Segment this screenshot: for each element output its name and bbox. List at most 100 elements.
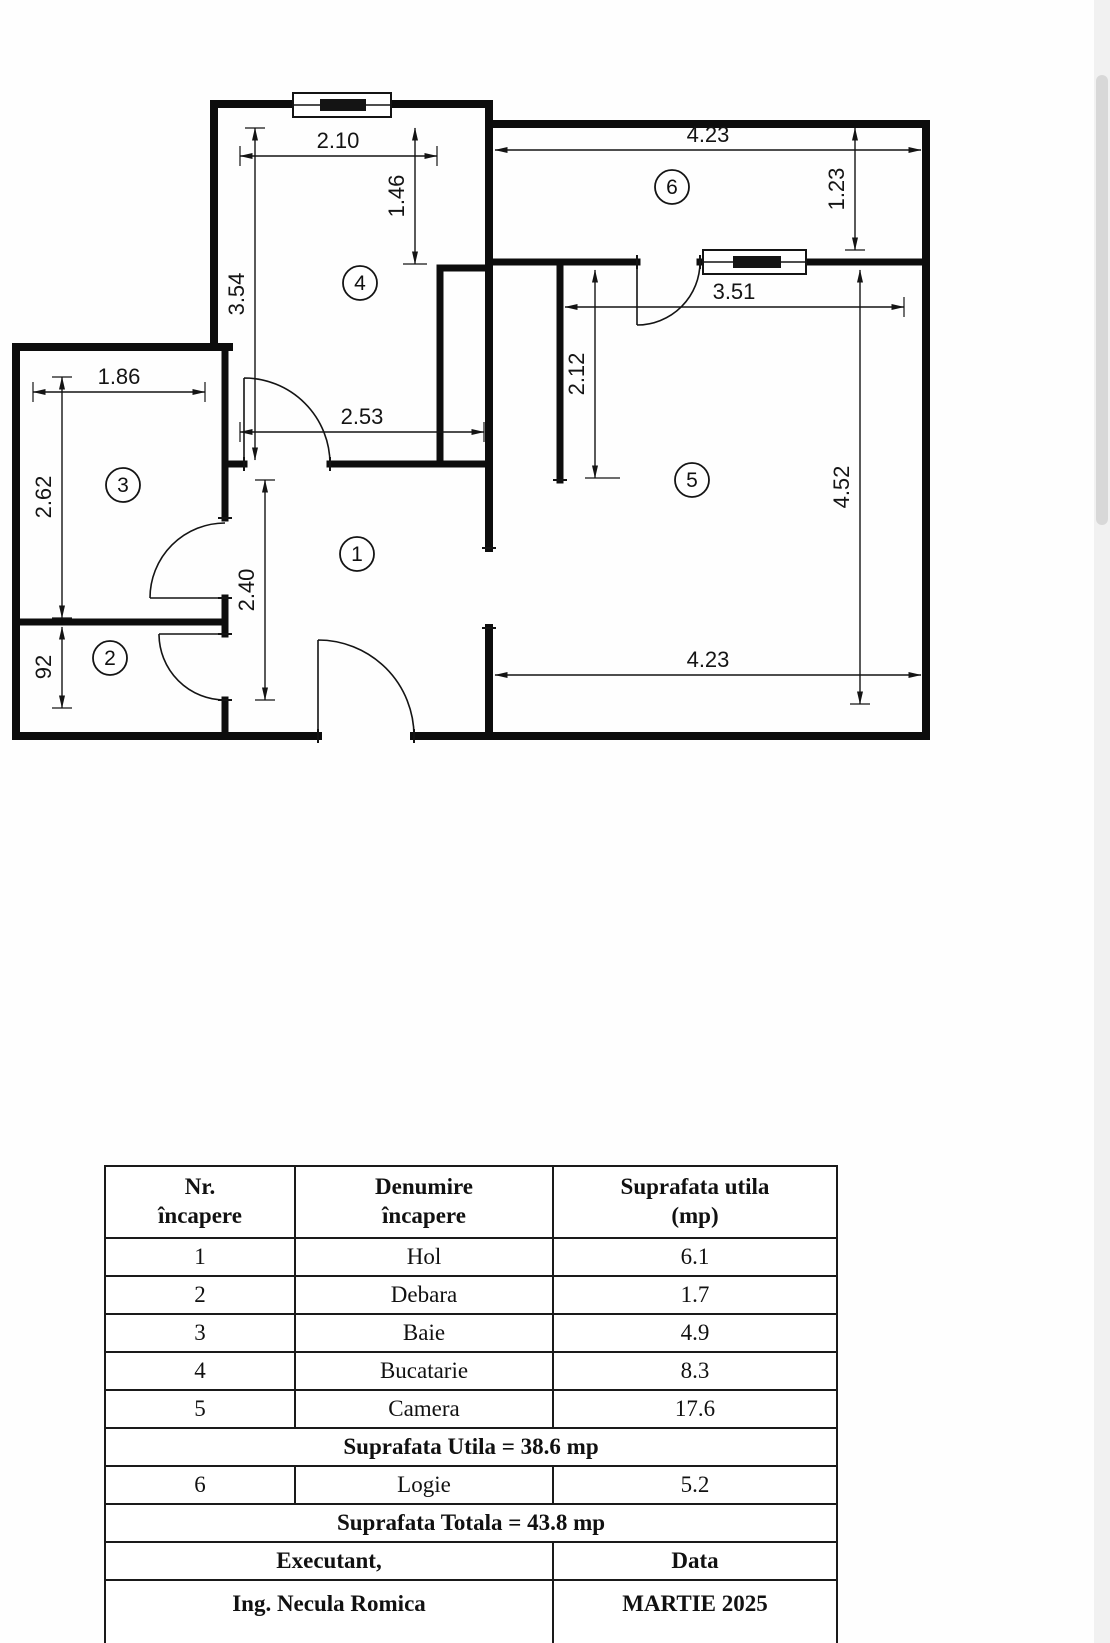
total-text: Suprafata Totala = 43.8 mp: [104, 1503, 838, 1543]
dimension-label: 3.51: [713, 279, 756, 304]
header-suprafata-utila: Suprafata utila (mp): [552, 1165, 838, 1239]
executant-value-row: Ing. Necula Romica MARTIE 2025: [104, 1579, 838, 1643]
cell-area: 5.2: [552, 1465, 838, 1505]
room-circle: [654, 169, 690, 205]
table-row: 2 Debara 1.7: [104, 1275, 838, 1315]
dimension-label: 2.53: [341, 404, 384, 429]
dim-bathroom-height: 2.62: [31, 376, 65, 619]
cell-area: 4.9: [552, 1313, 838, 1353]
room-number: 1: [351, 543, 363, 566]
room-marker-2: 2: [92, 640, 128, 676]
cell-name: Baie: [294, 1313, 554, 1353]
room-marker-5: 5: [674, 462, 710, 498]
dim-loggia-depth: 1.23: [824, 127, 858, 251]
subtotal-text: Suprafata Utila = 38.6 mp: [104, 1427, 838, 1467]
room-number: 6: [666, 176, 678, 199]
header-line: încapere: [158, 1203, 242, 1228]
cell-nr: 1: [104, 1237, 296, 1277]
cell-area: 8.3: [552, 1351, 838, 1391]
header-denumire-incapere: Denumire încapere: [294, 1165, 554, 1239]
table-row: 1 Hol 6.1: [104, 1237, 838, 1277]
header-line: Suprafata utila: [620, 1174, 770, 1200]
cell-name: Hol: [294, 1237, 554, 1277]
cell-name: Camera: [294, 1389, 554, 1429]
total-row: Suprafata Totala = 43.8 mp: [104, 1503, 838, 1543]
header-line: încapere: [382, 1203, 466, 1228]
door-entrance: [317, 639, 415, 737]
header-line: Nr.: [184, 1174, 216, 1200]
header-line: (mp): [671, 1203, 719, 1228]
scrollbar-track[interactable]: [1094, 0, 1110, 1643]
window-kitchen: [292, 92, 392, 118]
executant-header-row: Executant, Data: [104, 1541, 838, 1581]
dimension-label: 2.12: [564, 353, 589, 396]
door-jambs: [218, 255, 701, 743]
room-number: 3: [117, 474, 129, 497]
dim-debara-height: 92: [31, 626, 65, 709]
room-number: 2: [104, 647, 116, 670]
room-circle: [339, 536, 375, 572]
door-kitchen: [243, 377, 331, 465]
dim-camera-width-bottom: 4.23: [494, 647, 922, 678]
room-circle: [342, 265, 378, 301]
door-storage: [158, 633, 226, 701]
dim-camera-width-top: 3.51: [564, 279, 905, 310]
cell-nr: 6: [104, 1465, 296, 1505]
dim-kitchen-height: 3.54: [224, 127, 258, 461]
dim-loggia-width: 4.23: [494, 122, 922, 153]
data-value: MARTIE 2025: [552, 1579, 838, 1643]
dimension-label: 4.23: [687, 647, 730, 672]
dimension-label: 2.10: [317, 128, 360, 153]
cell-nr: 3: [104, 1313, 296, 1353]
dimension-label: 3.54: [224, 273, 249, 316]
executant-value: Ing. Necula Romica: [104, 1579, 554, 1643]
header-nr-incapere: Nr. încapere: [104, 1165, 296, 1239]
area-table: Nr. încapere Denumire încapere Suprafata…: [104, 1165, 838, 1643]
cell-nr: 5: [104, 1389, 296, 1429]
door-loggia: [636, 261, 701, 326]
cell-nr: 2: [104, 1275, 296, 1315]
dim-kitchen-nook-depth: 1.46: [384, 127, 418, 265]
executant-label: Executant,: [104, 1541, 554, 1581]
scrollbar-thumb[interactable]: [1096, 75, 1108, 525]
dim-kitchen-width-bottom: 2.53: [239, 404, 485, 435]
interior-walls: [12, 258, 930, 738]
dimension-label: 2.62: [31, 476, 56, 519]
dimension-label: 92: [31, 655, 56, 679]
table-row: 3 Baie 4.9: [104, 1313, 838, 1353]
dimension-label: 1.86: [98, 364, 141, 389]
subtotal-row: Suprafata Utila = 38.6 mp: [104, 1427, 838, 1467]
dimension-label: 4.23: [687, 122, 730, 147]
room-marker-1: 1: [339, 536, 375, 572]
data-label: Data: [552, 1541, 838, 1581]
dimensions: 2.10 1.46 4.23 1.23 3.54 3.51: [31, 122, 922, 709]
cell-nr: 4: [104, 1351, 296, 1391]
room-circle: [674, 462, 710, 498]
cell-area: 1.7: [552, 1275, 838, 1315]
exterior-walls: [12, 100, 930, 740]
dim-hall-height: 2.40: [234, 479, 268, 701]
cell-name: Debara: [294, 1275, 554, 1315]
room-marker-6: 6: [654, 169, 690, 205]
room-number: 5: [686, 469, 698, 492]
door-bathroom: [149, 522, 226, 599]
dimension-label: 1.23: [824, 168, 849, 211]
room-number: 4: [354, 272, 366, 295]
table-row: 4 Bucatarie 8.3: [104, 1351, 838, 1391]
dim-kitchen-width-top: 2.10: [239, 128, 438, 159]
dimension-label: 4.52: [829, 466, 854, 509]
window-loggia: [702, 249, 807, 275]
room-circle: [92, 640, 128, 676]
header-line: Denumire: [375, 1174, 473, 1200]
cell-area: 6.1: [552, 1237, 838, 1277]
dim-camera-partial-depth: 2.12: [564, 269, 598, 479]
cell-area: 17.6: [552, 1389, 838, 1429]
room-marker-3: 3: [105, 467, 141, 503]
dim-camera-height: 4.52: [829, 269, 863, 705]
room-circle: [105, 467, 141, 503]
table-row: 6 Logie 5.2: [104, 1465, 838, 1505]
table-header-row: Nr. încapere Denumire încapere Suprafata…: [104, 1165, 838, 1239]
floor-plan: 2.10 1.46 4.23 1.23 3.54 3.51: [12, 92, 930, 743]
dim-bathroom-width: 1.86: [32, 364, 206, 395]
